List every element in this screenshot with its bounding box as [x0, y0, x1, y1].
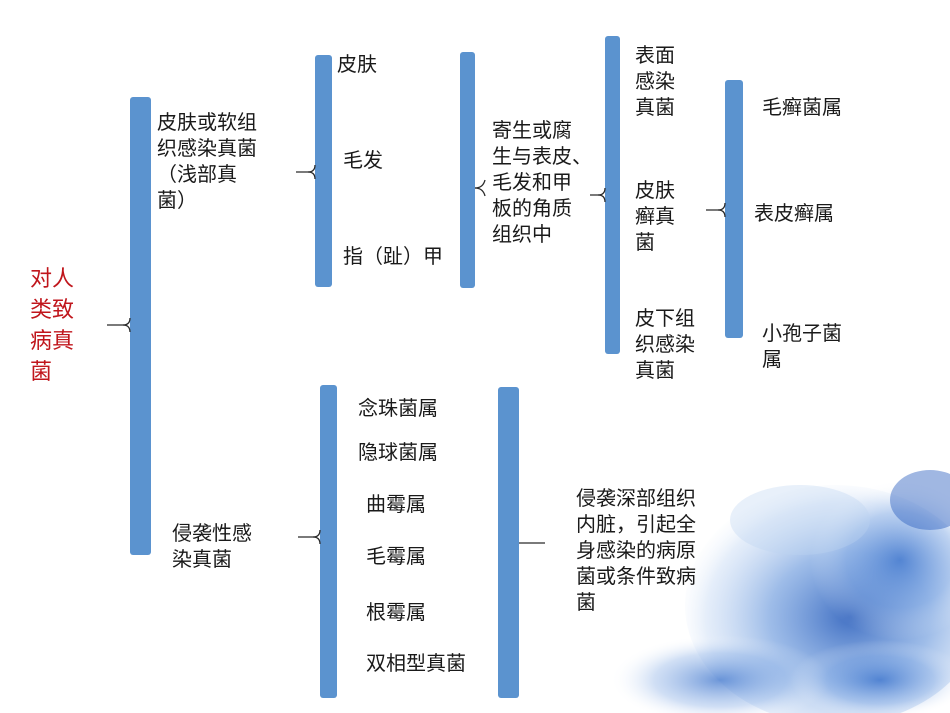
sites-description-line: 组织中: [492, 222, 552, 246]
invasive-line: 染真菌: [172, 547, 232, 571]
superficial-line: （浅部真: [157, 162, 237, 186]
superficial-fungi-label: 皮肤或软组 织感染真菌 （浅部真 菌）: [157, 109, 257, 213]
bracket-bar-sites-right: [460, 52, 475, 288]
infection-type-line: 表面: [635, 43, 675, 67]
genus-microsporum-line: 小孢子菌: [762, 321, 842, 345]
invasive-genus-candida: 念珠菌属: [358, 396, 438, 420]
bracket-bar-sites: [315, 55, 332, 287]
invasive-fungi-label: 侵袭性感 染真菌: [172, 520, 252, 572]
invasive-description: 侵袭深部组织 内脏，引起全 身感染的病原 菌或条件致病 菌: [576, 485, 696, 615]
sites-description-line: 毛发和甲: [492, 170, 572, 194]
infection-type-line: 癣真: [635, 204, 675, 228]
sites-description: 寄生或腐 生与表皮、 毛发和甲 板的角质 组织中: [492, 117, 592, 247]
infection-type-line: 真菌: [635, 358, 675, 382]
invasive-line: 侵袭性感: [172, 521, 252, 545]
infection-type-surface: 表面 感染 真菌: [635, 42, 675, 120]
sites-description-line: 生与表皮、: [492, 144, 592, 168]
superficial-line: 皮肤或软组: [157, 110, 257, 134]
invasive-genus-dimorphic: 双相型真菌: [366, 651, 466, 675]
bracket-bar-genera: [725, 80, 743, 338]
infection-type-line: 菌: [635, 230, 655, 254]
root-label-line: 类致: [30, 298, 75, 323]
infection-type-line: 织感染: [635, 332, 695, 356]
invasive-description-line: 身感染的病原: [576, 538, 696, 562]
invasive-genus-cryptococcus: 隐球菌属: [358, 440, 438, 464]
bracket-bar-root: [130, 97, 151, 555]
bracket-bar-invasive: [320, 385, 337, 698]
infection-type-subcutaneous: 皮下组 织感染 真菌: [635, 305, 695, 383]
site-skin: 皮肤: [337, 52, 377, 76]
bracket-bar-infection-types: [605, 36, 620, 354]
sites-description-line: 寄生或腐: [492, 118, 572, 142]
infection-type-dermatophyte: 皮肤 癣真 菌: [635, 177, 675, 255]
invasive-description-line: 侵袭深部组织: [576, 486, 696, 510]
genus-microsporum: 小孢子菌 属: [762, 320, 842, 372]
invasive-genus-aspergillus: 曲霉属: [366, 492, 426, 516]
connector-lines: [107, 164, 726, 545]
genus-microsporum-line: 属: [762, 347, 782, 371]
site-nail: 指（趾）甲: [343, 244, 443, 268]
invasive-description-line: 菌或条件致病: [576, 564, 696, 588]
bracket-bar-invasive-right: [498, 387, 519, 698]
infection-type-line: 皮肤: [635, 178, 675, 202]
superficial-line: 菌）: [157, 188, 197, 212]
genus-trichophyton: 毛癣菌属: [762, 95, 842, 119]
invasive-description-line: 内脏，引起全: [576, 512, 696, 536]
site-hair: 毛发: [343, 148, 383, 172]
infection-type-line: 皮下组: [635, 306, 695, 330]
genus-epidermophyton: 表皮癣属: [754, 201, 834, 225]
root-label: 对人 类致 病真 菌: [30, 264, 74, 388]
watercolor-decoration: [610, 470, 950, 713]
sites-description-line: 板的角质: [492, 196, 572, 220]
invasive-description-line: 菌: [576, 590, 596, 614]
superficial-line: 织感染真菌: [157, 136, 257, 160]
infection-type-line: 感染: [635, 69, 675, 93]
infection-type-line: 真菌: [635, 95, 675, 119]
root-label-line: 菌: [30, 360, 53, 385]
root-label-line: 对人: [30, 267, 75, 292]
root-label-line: 病真: [30, 329, 75, 354]
invasive-genus-rhizopus: 根霉属: [366, 600, 426, 624]
invasive-genus-mucor: 毛霉属: [366, 544, 426, 568]
